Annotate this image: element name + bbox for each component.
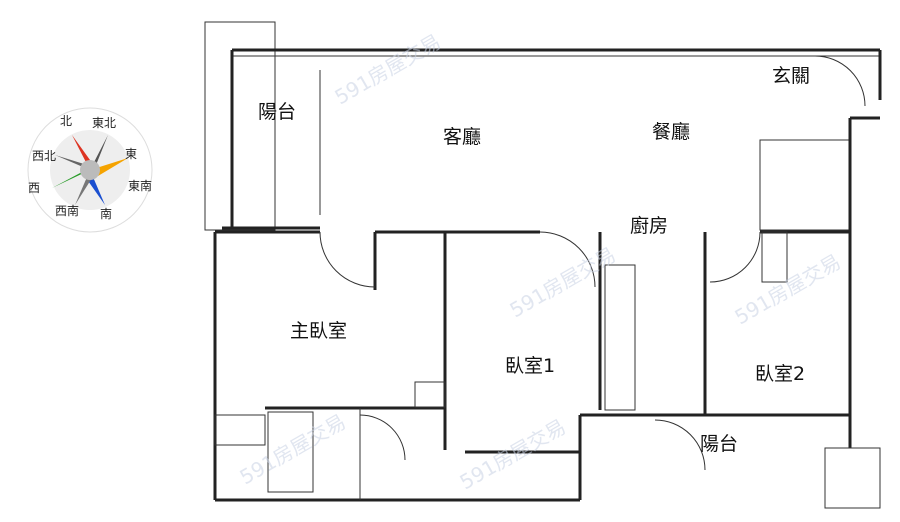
compass-north: 北 — [60, 114, 72, 128]
watermark: 591房屋交易 — [236, 409, 350, 489]
room-label-master-bedroom: 主臥室 — [290, 320, 347, 342]
compass-west: 西 — [28, 181, 40, 195]
compass-northwest: 西北 — [32, 149, 56, 163]
room-label-bedroom2: 臥室2 — [755, 363, 805, 385]
watermark: 591房屋交易 — [731, 249, 845, 329]
compass-south: 南 — [100, 206, 112, 221]
room-label-balcony-bottom: 陽台 — [700, 433, 738, 455]
room-label-entrance: 玄關 — [772, 65, 810, 87]
room-label-dining-room: 餐廳 — [652, 121, 690, 143]
compass-southeast: 東南 — [128, 178, 152, 193]
watermark: 591房屋交易 — [456, 414, 570, 494]
room-label-living-room: 客廳 — [443, 126, 481, 148]
compass-east: 東 — [125, 147, 137, 161]
compass: 北 東北 東 東南 南 西南 西 西北 — [27, 107, 153, 233]
compass-northeast: 東北 — [92, 116, 116, 130]
walls — [204, 21, 882, 509]
room-label-balcony-top: 陽台 — [258, 101, 296, 123]
room-label-kitchen: 廚房 — [630, 214, 668, 237]
watermark: 591房屋交易 — [331, 29, 445, 109]
compass-southwest: 西南 — [55, 203, 79, 218]
watermark: 591房屋交易 — [506, 242, 620, 322]
room-label-bedroom1: 臥室1 — [505, 355, 555, 377]
